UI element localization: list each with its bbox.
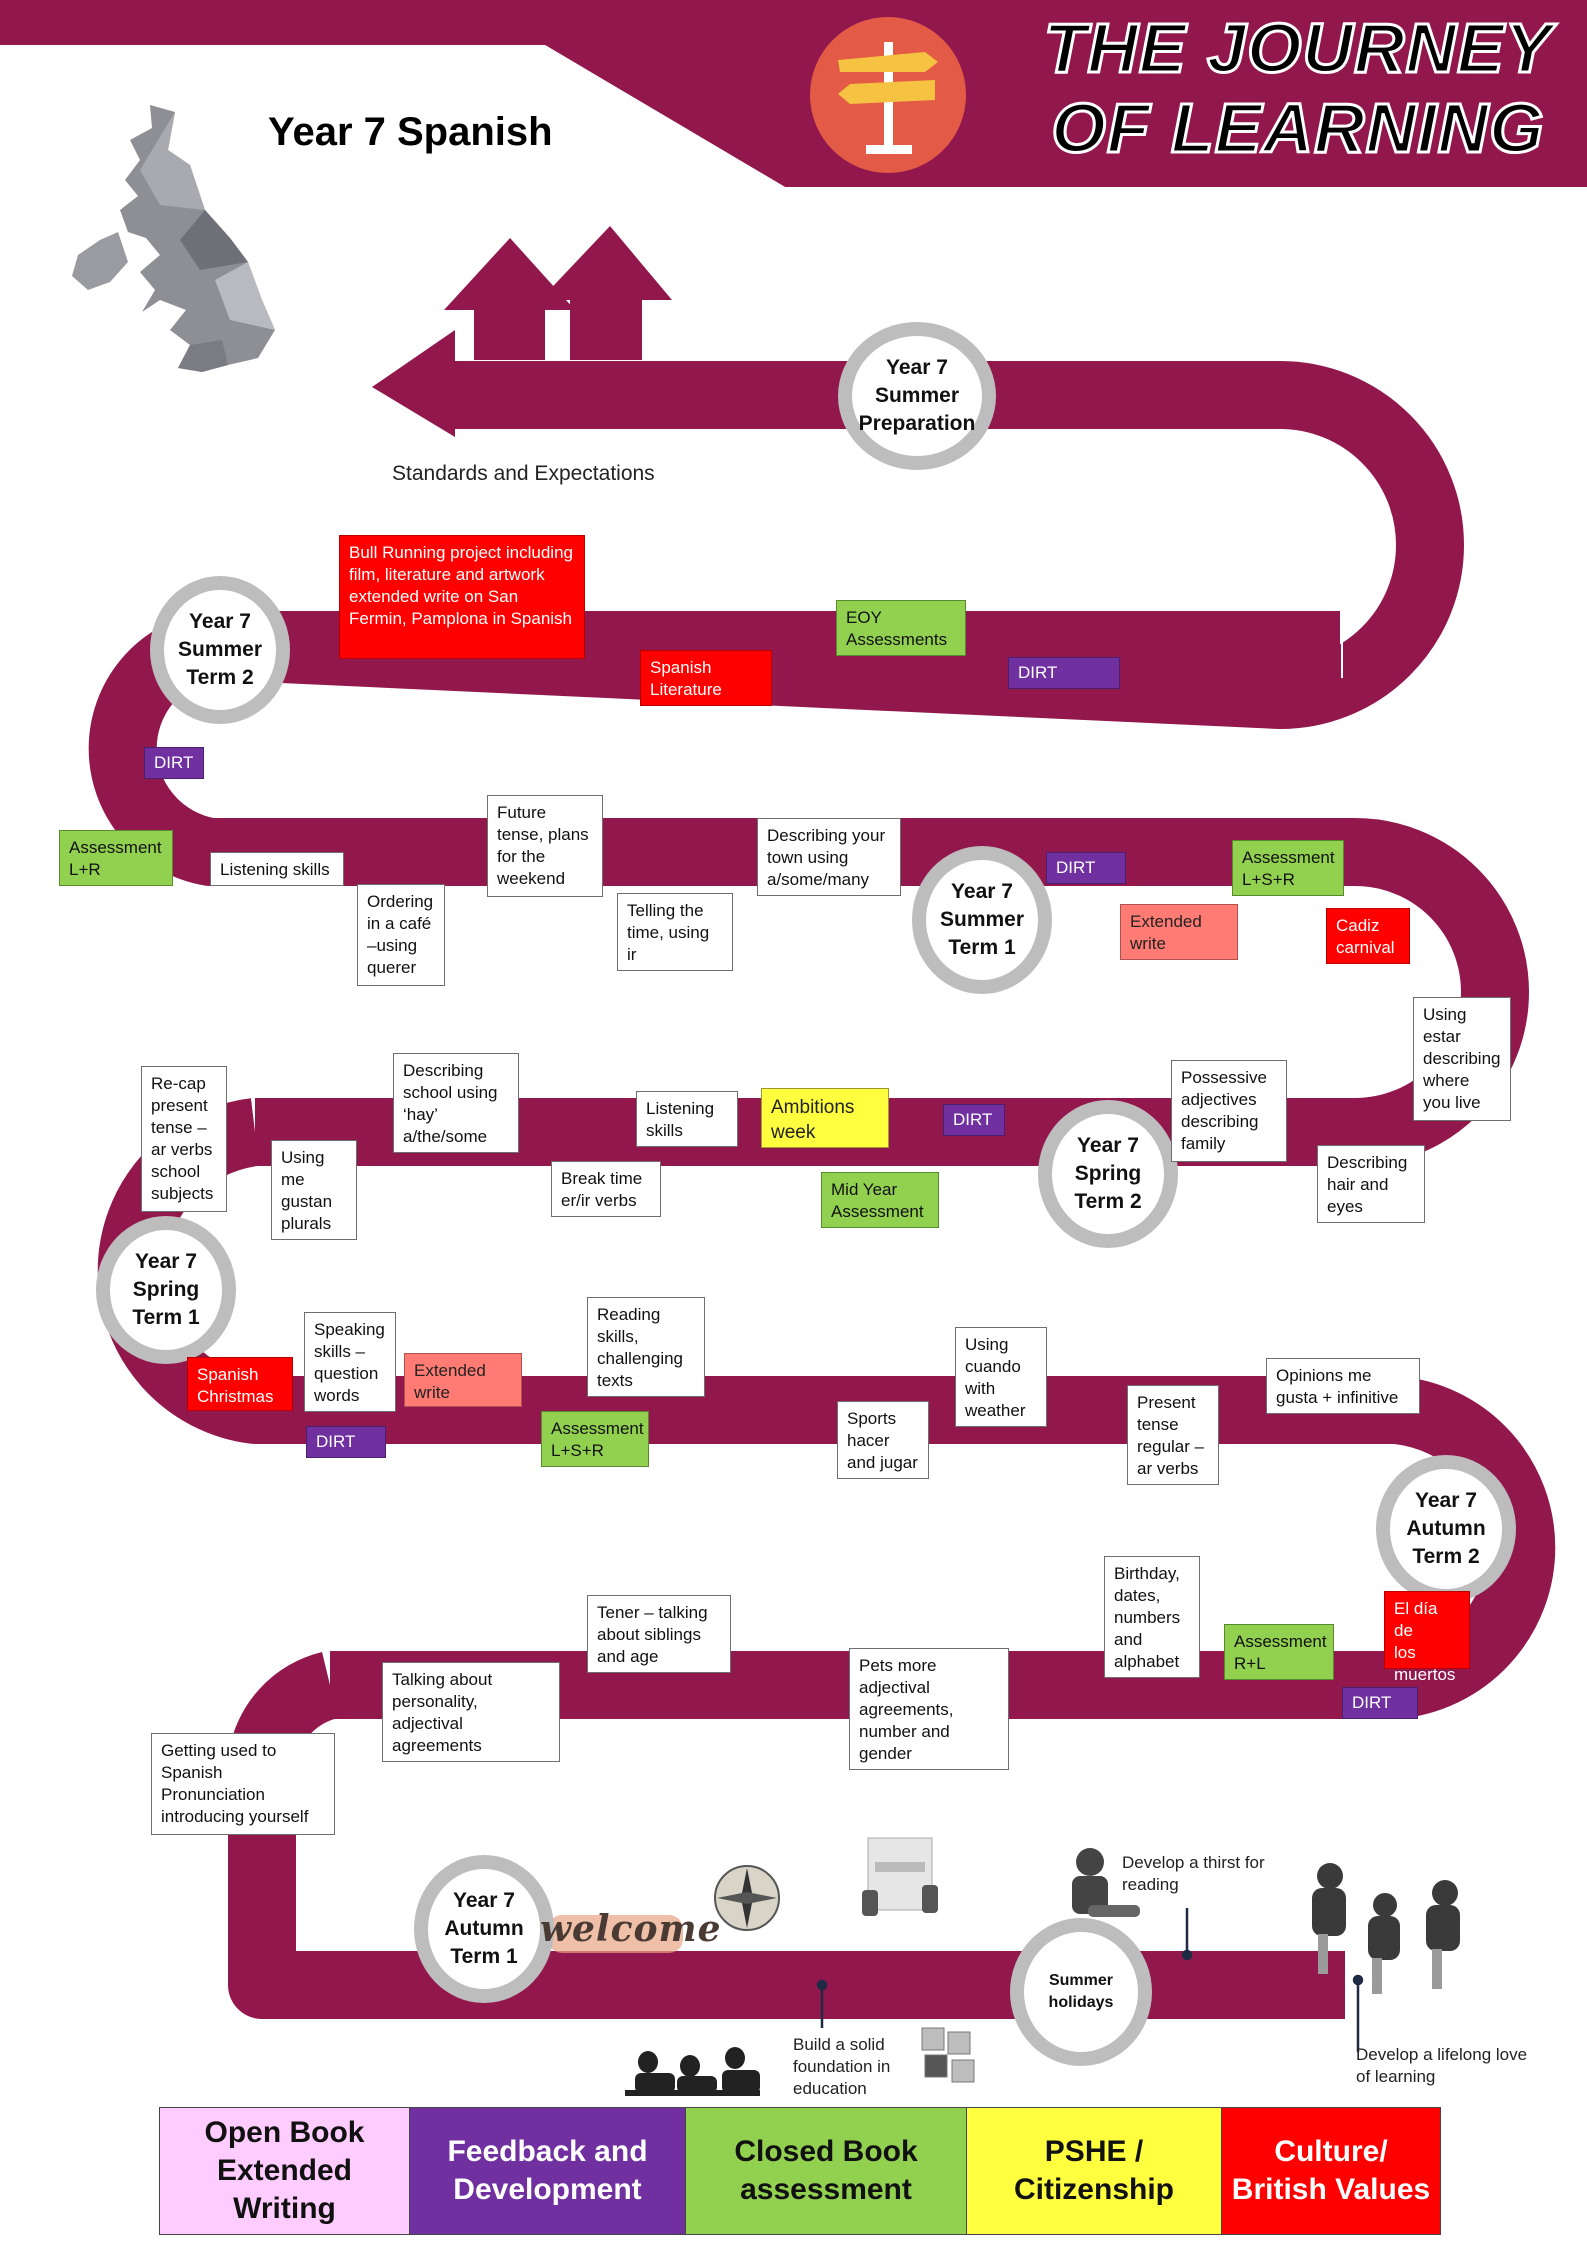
box-describing-school: Describing school using ‘hay’ a/the/some [393,1053,519,1153]
box-cadiz-carnival: Cadiz carnival [1326,908,1410,964]
box-eoy-assessments: EOY Assessments [836,600,966,656]
header-banner [0,0,1587,187]
box-personality: Talking about personality, adjectival ag… [382,1662,560,1762]
note-thirst-reading: Develop a thirst for reading [1122,1853,1265,1894]
welcome-brush [548,1915,683,1953]
compass-icon [714,1865,780,1931]
box-tener: Tener – talking about siblings and age [587,1595,731,1673]
box-ambitions-week: Ambitions week [761,1088,889,1148]
box-recap-present: Re-cap present tense – ar verbs school s… [141,1066,227,1212]
legend-pshe: PSHE / Citizenship [966,2107,1222,2235]
up-arrow-left [444,238,575,360]
box-reading-skills: Reading skills, challenging texts [587,1297,705,1397]
box-future-tense: Future tense, plans for the weekend [487,795,603,897]
up-arrow-right [540,226,672,360]
box-using-estar: Using estar describing where you live [1413,997,1511,1121]
box-dirt-3: DIRT [1046,852,1126,884]
note-solid-foundation: Build a solid foundation in education [793,2035,891,2098]
reading-person-icon [1072,1848,1140,1917]
box-assessment-lr: Assessment L+R [59,830,173,886]
box-pets: Pets more adjectival agreements, number … [849,1648,1009,1770]
box-possessive-adjectives: Possessive adjectives describing family [1171,1060,1287,1162]
legend-closed-book: Closed Book assessment [685,2107,967,2235]
box-mid-year-assessment: Mid Year Assessment [821,1172,939,1228]
box-assessment-rl: Assessment R+L [1224,1624,1334,1680]
note-lifelong-love: Develop a lifelong love of learning [1356,2045,1528,2086]
standards-label: Standards and Expectations [392,462,655,485]
approved-stamp-icon [862,1837,938,1916]
box-dirt-1: DIRT [1008,657,1120,689]
box-dirt-5: DIRT [306,1426,386,1458]
legend-feedback: Feedback and Development [409,2107,686,2235]
box-dirt-4: DIRT [943,1104,1005,1136]
box-listening-skills-b: Listening skills [636,1091,738,1147]
cubes-icon [921,2027,975,2083]
journey-title-line2: OF LEARNING [1050,88,1545,169]
pin-markers [816,1908,1364,2052]
box-describing-town: Describing your town using a/some/many [757,818,901,896]
box-birthday: Birthday, dates, numbers and alphabet [1104,1556,1200,1678]
box-extended-write-2: Extended write [404,1353,522,1407]
box-using-me-gustan: Using me gustan plurals [271,1140,357,1240]
uk-map-icon [72,105,275,372]
page-subtitle: Year 7 Spanish [268,110,553,154]
milestone-spring-term-2: Year 7 Spring Term 2 [1038,1100,1178,1248]
box-extended-write-1: Extended write [1120,904,1238,960]
box-telling-time: Telling the time, using ir [617,893,733,971]
milestone-summer-term-1: Year 7 Summer Term 1 [912,846,1052,994]
box-speaking-skills: Speaking skills – question words [304,1312,396,1412]
milestone-autumn-term-1: Year 7 Autumn Term 1 [414,1855,554,2003]
milestone-summer-prep: Year 7 Summer Preparation [838,322,996,470]
box-opinions: Opinions me gusta + infinitive [1266,1358,1420,1414]
box-ordering-cafe: Ordering in a café –using querer [357,884,445,986]
box-present-tense: Present tense regular – ar verbs [1127,1385,1219,1485]
legend-open-book: Open Book Extended Writing [159,2107,410,2235]
students-silhouette [625,2047,760,2096]
milestone-spring-term-1: Year 7 Spring Term 1 [96,1216,236,1364]
box-getting-used: Getting used to Spanish Pronunciation in… [151,1733,335,1835]
box-assessment-lsr-1: Assessment L+S+R [1232,840,1344,896]
box-dirt-6: DIRT [1342,1687,1418,1719]
box-sports: Sports hacer and jugar [837,1401,929,1479]
milestone-autumn-term-2: Year 7 Autumn Term 2 [1376,1455,1516,1603]
legend-culture: Culture/ British Values [1221,2107,1441,2235]
box-spanish-literature: Spanish Literature [640,650,772,706]
box-el-dia-de-los-muertos: El día de los muertos [1384,1591,1470,1684]
box-describing-hair: Describing hair and eyes [1317,1145,1425,1223]
welcome-script: welcome [540,1908,722,1950]
box-bull-running: Bull Running project including film, lit… [339,535,585,659]
milestone-summer-holidays: Summer holidays [1010,1918,1152,2066]
walking-people-icon [1312,1863,1460,1994]
journey-title: THE JOURNEY OF LEARNING [1018,8,1578,169]
signpost-icon [810,17,966,173]
box-assessment-lsr-2: Assessment L+S+R [541,1411,649,1467]
box-break-time: Break time er/ir verbs [551,1161,661,1217]
box-spanish-christmas: Spanish Christmas [187,1357,293,1411]
journey-title-line1: THE JOURNEY [1042,8,1553,89]
milestone-summer-term-2: Year 7 Summer Term 2 [150,576,290,724]
box-dirt-2: DIRT [144,747,204,779]
box-using-cuando: Using cuando with weather [955,1327,1047,1427]
box-listening-skills-a: Listening skills [210,852,344,886]
